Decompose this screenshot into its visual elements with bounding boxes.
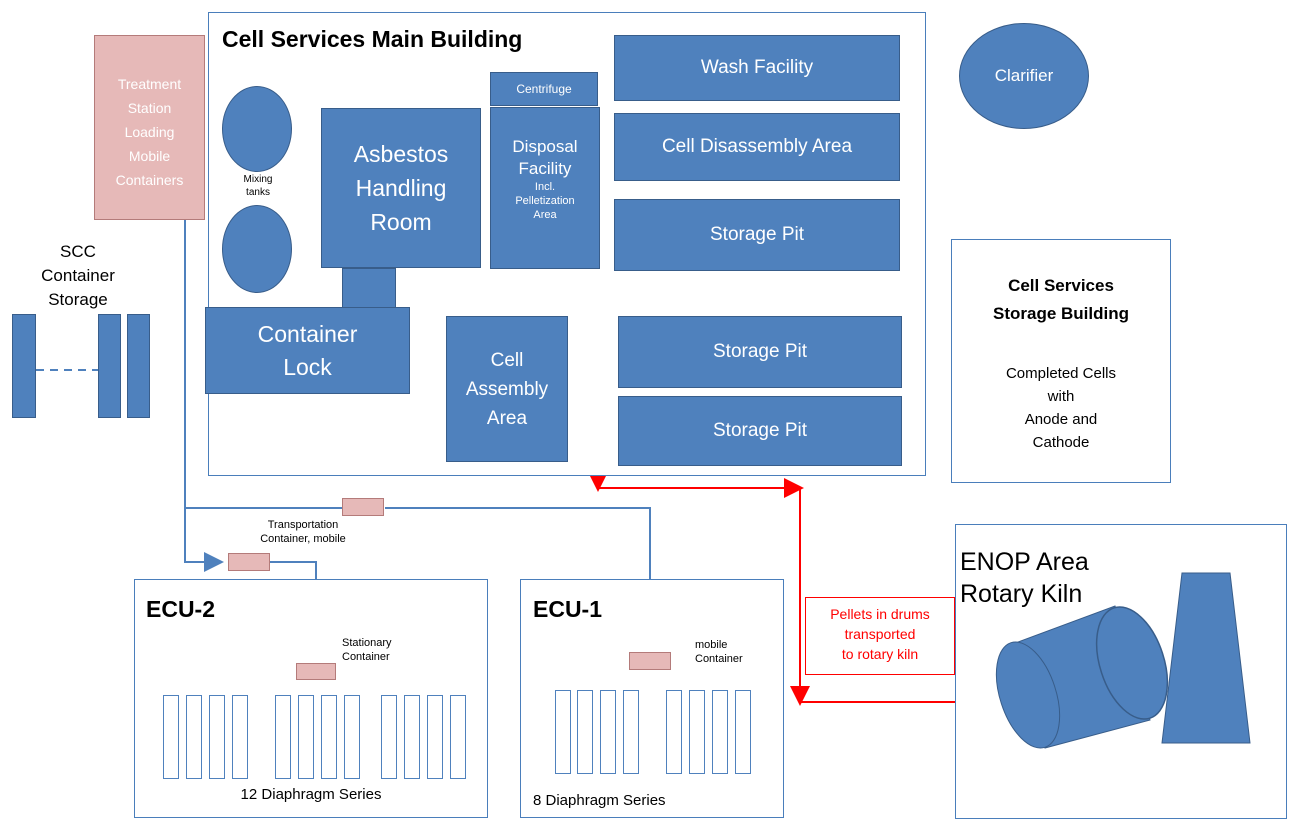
clarifier: Clarifier [959,23,1089,129]
scc-container-1 [12,314,36,418]
ecu2-cell [381,695,397,779]
storage-pit-3: Storage Pit [618,396,902,466]
ecu2-stationary-container [296,663,336,680]
ecu2-cell [163,695,179,779]
cell-assembly-area: Cell Assembly Area [446,316,568,462]
disposal-facility: Disposal Facility Incl. Pelletization Ar… [490,107,600,269]
main-building-title: Cell Services Main Building [222,26,523,52]
storage-building-text: Completed Cells with Anode and Cathode [1005,365,1117,451]
container-lock: Container Lock [205,307,410,394]
ecu1-cell [577,690,593,774]
ecu1-cell [600,690,616,774]
ecu2-cell [186,695,202,779]
ecu1-mobile-container [629,652,671,670]
ecu1-cell [623,690,639,774]
ecu1-frame [520,579,784,818]
disposal-sub-label: Incl. Pelletization Area [515,181,575,221]
transport-container-top [342,498,384,516]
disposal-label: Disposal Facility [512,137,578,178]
storage-building-title: Cell Services Storage Building [993,276,1129,323]
ecu2-cell [344,695,360,779]
pellets-label: Pellets in drums transported to rotary k… [805,597,955,675]
ecu2-cell [404,695,420,779]
ecu2-cell [275,695,291,779]
ecu2-cell [232,695,248,779]
ecu2-container-label: Stationary Container [342,637,392,663]
ecu1-cell [735,690,751,774]
ecu1-title: ECU-1 [533,596,603,622]
scc-storage-label: SCC Container Storage [41,242,115,309]
cell-disassembly-area: Cell Disassembly Area [614,113,900,181]
mixing-tank-1 [222,86,292,172]
ecu2-cell [427,695,443,779]
ecu1-cell [712,690,728,774]
scc-container-3 [127,314,150,418]
ecu2-series-label: 12 Diaphragm Series [240,786,382,803]
transport-container-left [228,553,270,571]
mixing-tank-2 [222,205,292,293]
centrifuge: Centrifuge [490,72,598,106]
enop-title: ENOP Area Rotary Kiln [960,548,1089,608]
ecu2-title: ECU-2 [146,596,216,622]
asbestos-connector [342,268,396,310]
storage-pit-1: Storage Pit [614,199,900,271]
ecu2-cell [450,695,466,779]
ecu1-cell [689,690,705,774]
ecu1-series-label: 8 Diaphragm Series [533,792,666,809]
ecu1-cell [555,690,571,774]
ecu1-container-label: mobile Container [695,639,743,665]
transport-label: Transportation Container, mobile [260,519,346,545]
ecu2-cell [298,695,314,779]
storage-building-frame [951,239,1171,483]
treatment-station: Treatment Station Loading Mobile Contain… [94,35,205,220]
ecu2-cell [321,695,337,779]
wash-facility: Wash Facility [614,35,900,101]
scc-container-2 [98,314,121,418]
ecu1-cell [666,690,682,774]
asbestos-handling-room: Asbestos Handling Room [321,108,481,268]
mixing-tanks-label: Mixing tanks [243,174,273,198]
storage-pit-2: Storage Pit [618,316,902,388]
ecu2-cell [209,695,225,779]
